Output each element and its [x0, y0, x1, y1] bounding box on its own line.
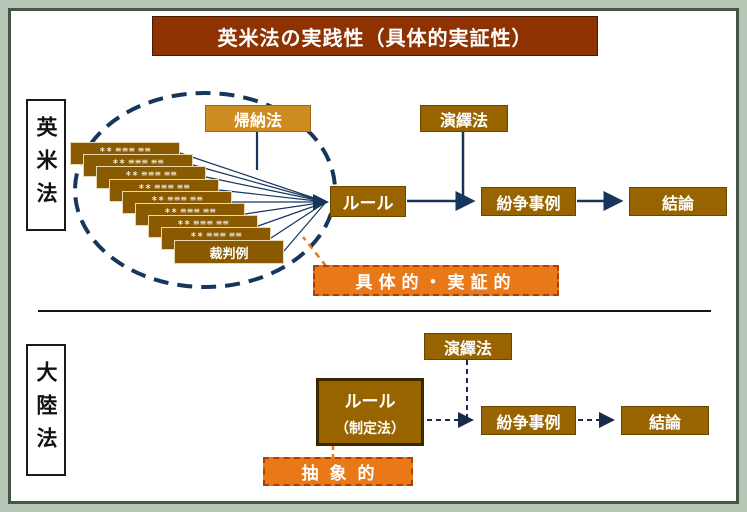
rule-box-top: ルール [330, 186, 406, 217]
concrete-empirical-note: 具体的・実証的 [313, 265, 559, 296]
rule-label-bottom: ルール [344, 391, 396, 412]
dispute-box-bottom: 紛争事例 [481, 406, 576, 435]
deduction-box-top: 演繹法 [420, 105, 508, 132]
deduction-box-bottom: 演繹法 [424, 333, 512, 360]
abstract-note: 抽象的 [263, 457, 413, 486]
rule-statute-box: ルール （制定法） [316, 378, 424, 446]
precedents-label-card: 裁判例 [174, 240, 284, 264]
dispute-box-top: 紛争事例 [481, 187, 576, 216]
page-title: 英米法の実践性（具体的実証性） [152, 16, 598, 56]
statute-sub-label: （制定法） [335, 420, 405, 437]
continental-law-label: 大陸法 [26, 344, 66, 476]
anglo-american-law-label: 英米法 [26, 99, 66, 231]
conclusion-box-top: 結論 [629, 187, 727, 216]
conclusion-box-bottom: 結論 [621, 406, 709, 435]
induction-box: 帰納法 [205, 105, 311, 132]
